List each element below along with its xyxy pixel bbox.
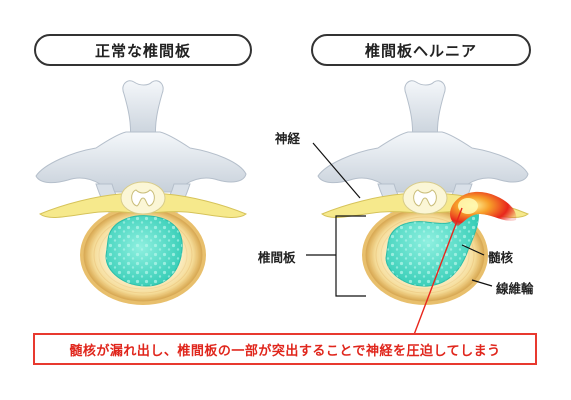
annulus-leader-line bbox=[471, 279, 493, 287]
nerve-label: 神経 bbox=[275, 131, 301, 146]
caption-box: 髄核が漏れ出し、椎間板の一部が突出することで神経を圧迫してしまう bbox=[33, 333, 537, 365]
nucleus-label: 髄核 bbox=[488, 250, 514, 265]
caption-text: 髄核が漏れ出し、椎間板の一部が突出することで神経を圧迫してしまう bbox=[69, 343, 501, 359]
leader-lines bbox=[306, 142, 493, 297]
nucleus-leader-line bbox=[461, 244, 485, 256]
nerve-leader-line bbox=[312, 142, 361, 199]
normal-nucleus bbox=[105, 215, 183, 287]
normal-disc-title-text: 正常な椎間板 bbox=[94, 41, 191, 60]
herniated-disc-title-text: 椎間板ヘルニア bbox=[364, 41, 477, 60]
normal-disc-title: 正常な椎間板 bbox=[34, 34, 252, 66]
disc-label: 椎間板 bbox=[258, 250, 296, 265]
caption-pointer-line bbox=[411, 207, 463, 341]
herniated-disc-title: 椎間板ヘルニア bbox=[311, 34, 531, 66]
herniation-pressure bbox=[450, 191, 517, 226]
normal-nerve bbox=[39, 181, 247, 218]
disc-bracket bbox=[335, 215, 366, 297]
annulus-label: 線維輪 bbox=[496, 281, 534, 296]
